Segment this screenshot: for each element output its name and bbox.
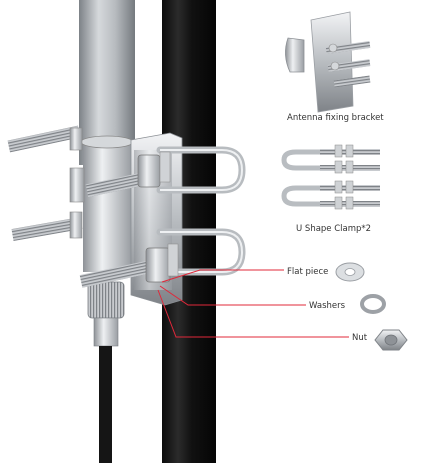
label-flat-piece: Flat piece [287, 267, 329, 277]
leader-lines [157, 269, 349, 338]
spring-washer [360, 294, 386, 314]
antenna-metal-sleeve [83, 142, 131, 272]
n-connector [87, 281, 125, 319]
label-washers: Washers [309, 301, 346, 311]
coax-cable [99, 346, 112, 463]
inset-u-clamp-2 [281, 180, 380, 210]
label-u-shape-clamp: U Shape Clamp*2 [296, 224, 372, 234]
label-antenna-fixing-bracket: Antenna fixing bracket [287, 113, 384, 123]
front-bolts [79, 151, 179, 288]
flat-piece-washer [335, 262, 365, 282]
left-threaded-rods [7, 125, 85, 241]
hex-nut [374, 329, 408, 351]
inset-antenna-fixing-bracket [285, 11, 371, 113]
label-nut: Nut [352, 333, 368, 343]
inset-u-clamp-1 [281, 144, 380, 174]
